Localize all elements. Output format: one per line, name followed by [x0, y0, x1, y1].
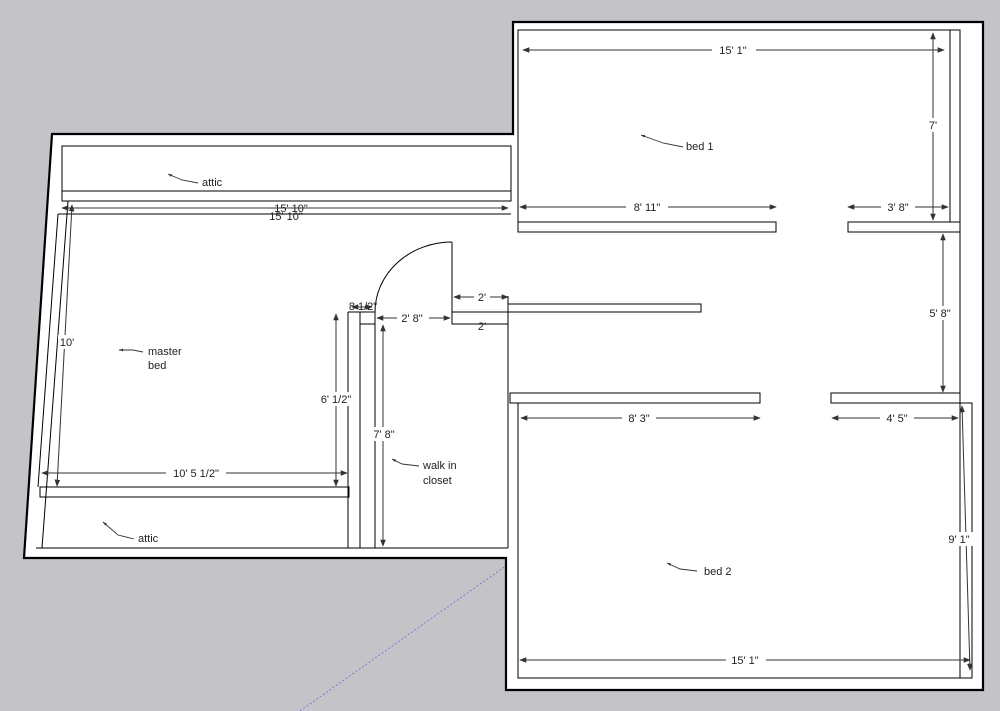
dim-label-bed2-height: 9' 1" — [948, 534, 969, 546]
dim-label-master-width-b: 15' 10" — [269, 211, 303, 223]
leader-attic-top — [167, 173, 199, 184]
dim-label-door-width: 2' 8" — [401, 313, 422, 325]
bed2-wall — [517, 402, 973, 679]
hall-partition — [507, 303, 702, 313]
room-label-master-line2: bed — [148, 360, 166, 372]
dim-label-bed1-wall-left: 8' 11" — [634, 202, 661, 214]
dim-label-master-width-a: 15' 10" — [274, 203, 308, 215]
dim-label-bed2-wall-right: 4' 5" — [886, 413, 907, 425]
dim-label-bed1-wall-right: 3' 8" — [887, 202, 908, 214]
door-swing-arc — [374, 241, 453, 313]
room-label-attic-bottom: attic — [138, 533, 159, 545]
dim-label-hall-height: 5' 8" — [929, 308, 950, 320]
room-label-bed1: bed 1 — [686, 141, 714, 153]
axis-line — [299, 562, 511, 711]
dim-label-door-stub-top: 2' — [478, 292, 486, 304]
room-label-closet-line2: closet — [423, 475, 452, 487]
bed1-bottom-wall-left — [517, 221, 777, 233]
leader-closet — [391, 458, 420, 467]
floor-slab-outline — [22, 20, 985, 692]
room-label-closet-line1: walk in — [422, 460, 457, 472]
dim-label-master-inner-width: 10' 5 1/2" — [173, 468, 219, 480]
leader-bed2 — [666, 562, 698, 572]
room-label-attic-top: attic — [202, 177, 223, 189]
dim-label-closet-height: 7' 8" — [373, 429, 394, 441]
label-leaders — [102, 134, 698, 572]
bed1-wall — [517, 29, 961, 232]
closet-door-stub — [451, 311, 509, 325]
dimension-labels: 15' 1" 7' 8' 11" 3' 8" 5' 8" 15' 10" 15'… — [58, 43, 974, 667]
bed2-top-wall-left — [509, 392, 761, 404]
room-label-master-line1: master — [148, 346, 182, 358]
leader-attic-bottom — [102, 521, 135, 540]
dim-label-bed1-width: 15' 1" — [719, 45, 747, 57]
dim-label-master-height: 10' — [60, 337, 74, 349]
room-label-bed2: bed 2 — [704, 566, 732, 578]
leader-bed1 — [640, 134, 684, 148]
bed2-top-wall-right — [830, 392, 961, 404]
bed1-bottom-wall-right — [847, 221, 961, 233]
room-labels: bed 1 bed 2 master bed attic attic walk … — [138, 141, 732, 578]
dim-label-door-stub-bottom: 2' — [478, 321, 486, 333]
attic-bottom-kneewall — [39, 486, 350, 498]
dim-label-bed2-wall-left: 8' 3" — [628, 413, 649, 425]
dim-label-bed1-height: 7' — [929, 120, 937, 132]
dim-label-closet-wall-thickness: 8 1/2" — [349, 301, 377, 313]
dim-label-closet-wall-height: 6' 1/2" — [321, 394, 352, 406]
leader-master — [118, 348, 144, 353]
attic-top-kneewall — [61, 190, 512, 202]
dim-label-bed2-width: 15' 1" — [731, 655, 759, 667]
